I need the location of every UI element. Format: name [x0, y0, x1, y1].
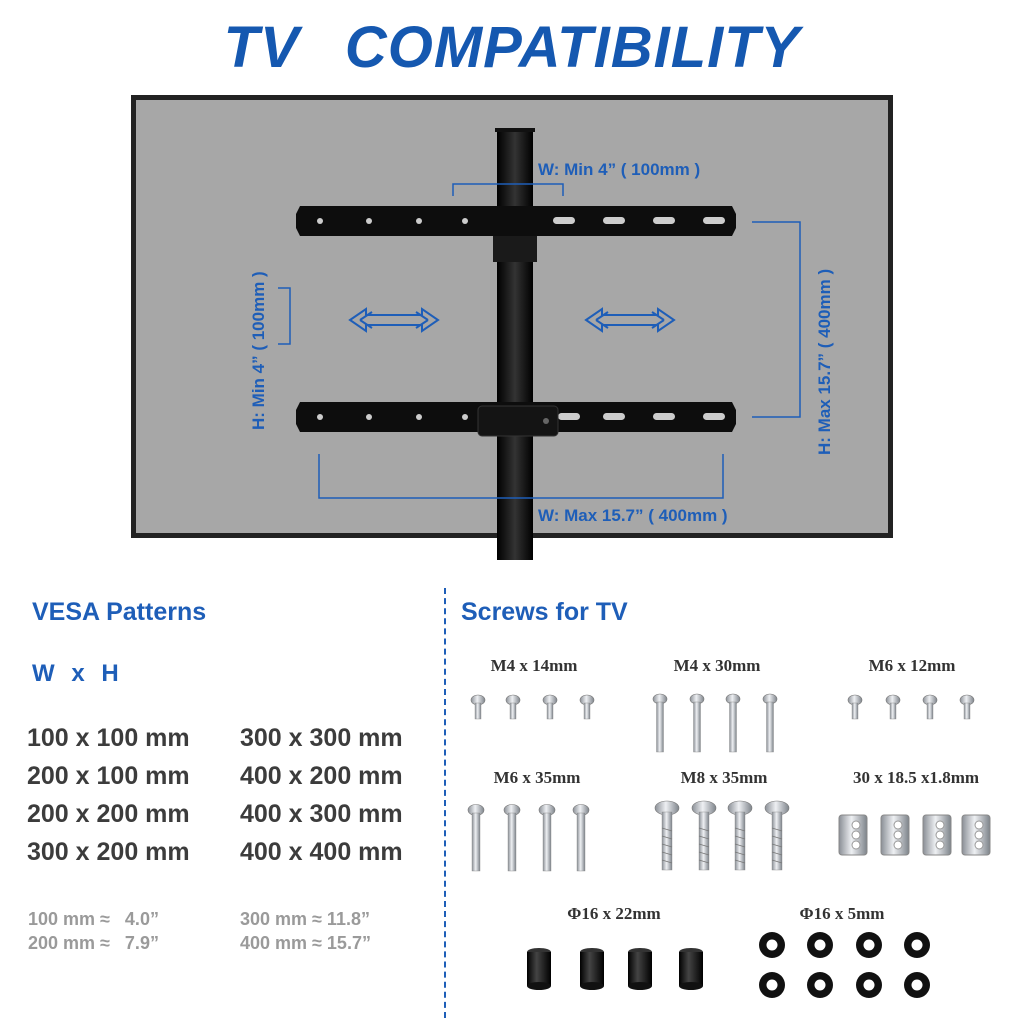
h-max-dimension-line	[752, 221, 801, 418]
bottom-bracket	[296, 402, 736, 437]
screw-label: M8 x 35mm	[680, 768, 768, 787]
screw-label: 30 x 18.5 x1.8mm	[852, 768, 980, 787]
m8x35-screws	[654, 800, 790, 871]
screw-label: M4 x 30mm	[673, 656, 761, 675]
w-min-dimension-line	[452, 183, 564, 196]
vesa-pattern: 100 x 100 mm	[27, 724, 190, 752]
vesa-pattern: 200 x 100 mm	[27, 762, 190, 790]
vesa-pattern: 400 x 200 mm	[240, 762, 403, 790]
wxh-label: W x H	[32, 660, 119, 687]
m4x30-screws	[652, 693, 778, 753]
screw-label: M6 x 12mm	[868, 656, 956, 675]
double-arrow-right-icon	[584, 307, 676, 333]
h-min-dimension-line	[278, 287, 291, 345]
spacers-22mm	[527, 948, 703, 990]
washers-5mm	[759, 932, 930, 998]
m6x12-screws	[847, 694, 975, 720]
m6x35-screws	[467, 804, 590, 872]
vesa-pattern: 300 x 200 mm	[27, 838, 190, 866]
stand-pole	[497, 130, 533, 560]
page-title: TV COMPATIBILITY	[223, 15, 801, 80]
top-bracket	[296, 206, 736, 236]
w-min-label: W: Min 4” ( 100mm )	[538, 160, 700, 179]
screw-label: M6 x 35mm	[493, 768, 581, 787]
screw-label: Φ16 x 5mm	[799, 904, 885, 923]
conversion-text: 400 mm ≈ 15.7”	[240, 933, 371, 953]
vesa-pattern: 200 x 200 mm	[27, 800, 190, 828]
vesa-heading: VESA Patterns	[32, 598, 207, 626]
conversion-text: 200 mm ≈ 7.9”	[28, 933, 159, 953]
screw-label: M4 x 14mm	[490, 656, 578, 675]
w-max-label: W: Max 15.7” ( 400mm )	[538, 506, 728, 525]
spacer-plates	[838, 814, 991, 856]
vesa-pattern: 400 x 300 mm	[240, 800, 403, 828]
conversion-text: 100 mm ≈ 4.0”	[28, 909, 159, 929]
vesa-pattern: 300 x 300 mm	[240, 724, 403, 752]
double-arrow-left-icon	[348, 307, 440, 333]
tv-mount-diagram: W: Min 4” ( 100mm ) W: Max 15.7” ( 400mm…	[131, 95, 893, 560]
vesa-pattern: 400 x 400 mm	[240, 838, 403, 866]
h-min-label: H: Min 4” ( 100mm )	[249, 271, 268, 430]
screw-label: Φ16 x 22mm	[567, 904, 661, 923]
section-divider	[444, 588, 446, 1018]
m4x14-screws	[470, 694, 595, 720]
screws-heading: Screws for TV	[461, 598, 628, 626]
conversion-text: 300 mm ≈ 11.8”	[240, 909, 370, 929]
h-max-label: H: Max 15.7” ( 400mm )	[815, 269, 834, 455]
w-max-dimension-line	[318, 454, 724, 499]
